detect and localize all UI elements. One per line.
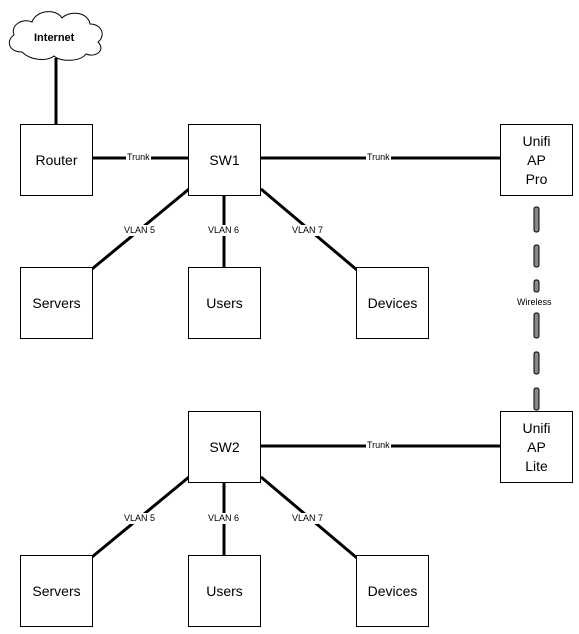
internet-label: Internet <box>34 32 75 44</box>
users2-node[interactable]: Users <box>188 555 261 627</box>
sw1-vlan7-label: VLAN 7 <box>291 225 325 236</box>
servers1-label: Servers <box>32 294 81 311</box>
sw2-vlan6-label: VLAN 6 <box>207 513 241 524</box>
internet-cloud-icon <box>8 11 103 61</box>
users1-node[interactable]: Users <box>188 267 261 339</box>
devices2-label: Devices <box>367 582 418 599</box>
users2-label: Users <box>206 582 243 599</box>
sw2-vlan5-label: VLAN 5 <box>123 513 157 524</box>
sw2-node[interactable]: SW2 <box>188 411 261 483</box>
wireless-label: Wireless <box>516 297 553 308</box>
sw1-label: SW1 <box>209 151 240 168</box>
router-node[interactable]: Router <box>20 124 93 196</box>
devices1-label: Devices <box>367 294 418 311</box>
trunk-router-sw1-label: Trunk <box>126 152 151 163</box>
unifi-ap-pro-node[interactable]: Unifi AP Pro <box>500 124 573 196</box>
trunk-sw2-aplite-label: Trunk <box>366 440 391 451</box>
sw1-vlan5-label: VLAN 5 <box>123 225 157 236</box>
sw1-node[interactable]: SW1 <box>188 124 261 196</box>
router-label: Router <box>35 151 78 168</box>
trunk-sw1-appro-label: Trunk <box>366 152 391 163</box>
devices1-node[interactable]: Devices <box>356 267 429 339</box>
unifi-ap-lite-node[interactable]: Unifi AP Lite <box>500 411 573 483</box>
unifi-ap-pro-label: Unifi AP Pro <box>522 132 551 187</box>
users1-label: Users <box>206 294 243 311</box>
sw2-vlan7-label: VLAN 7 <box>291 513 325 524</box>
devices2-node[interactable]: Devices <box>356 555 429 627</box>
servers1-node[interactable]: Servers <box>20 267 93 339</box>
link-wireless-dashed <box>533 206 540 411</box>
servers2-label: Servers <box>32 582 81 599</box>
sw2-label: SW2 <box>209 438 240 455</box>
unifi-ap-lite-label: Unifi AP Lite <box>522 419 551 474</box>
servers2-node[interactable]: Servers <box>20 555 93 627</box>
sw1-vlan6-label: VLAN 6 <box>207 225 241 236</box>
